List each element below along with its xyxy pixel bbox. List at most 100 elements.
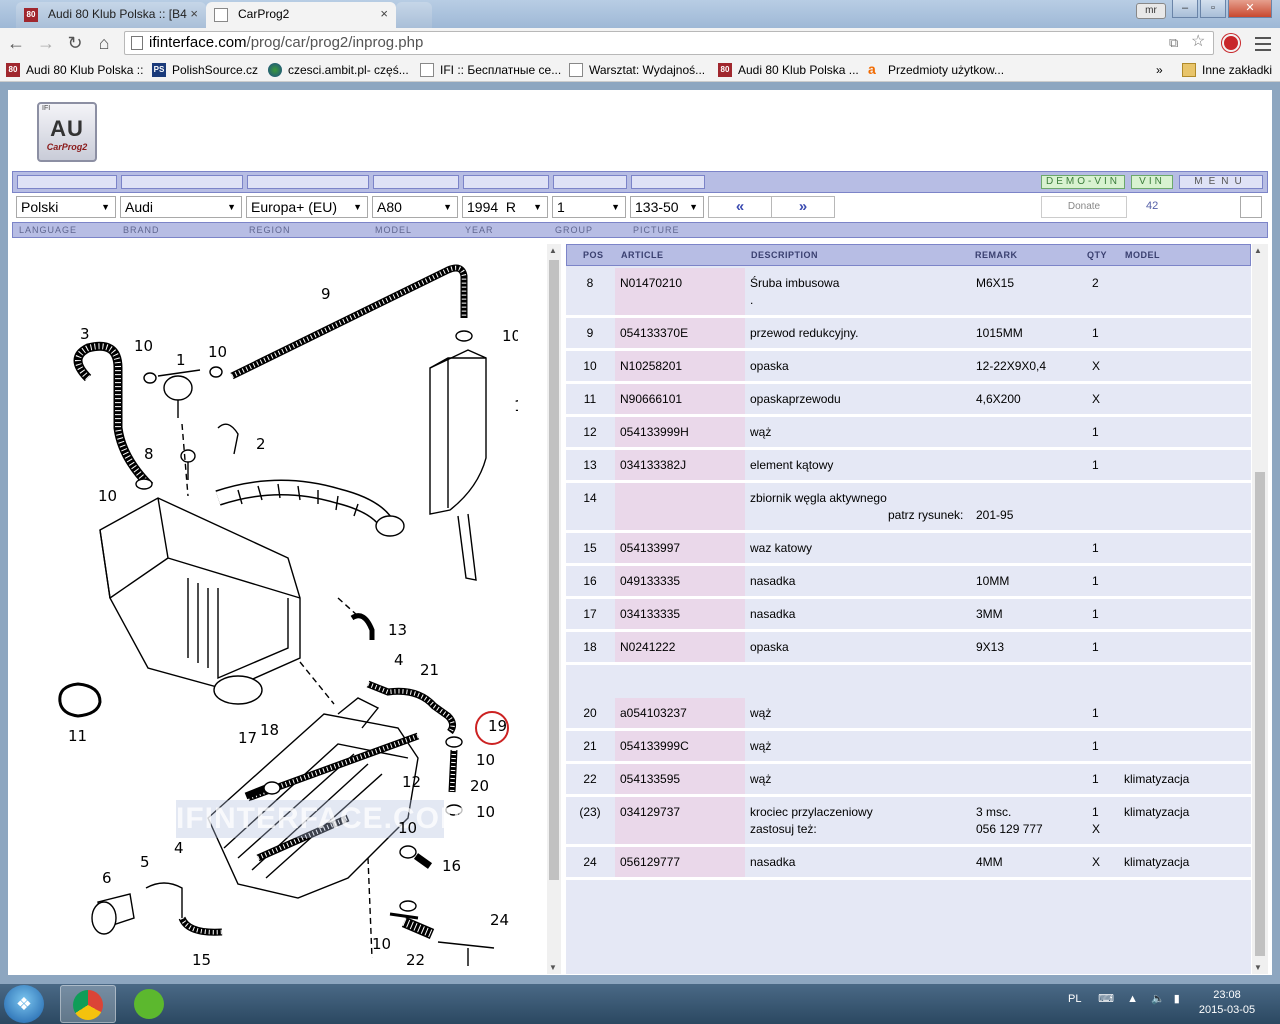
- callout-6[interactable]: 6: [102, 869, 112, 887]
- diagram-scrollbar[interactable]: ▲ ▼: [547, 244, 561, 974]
- tab-carprog2[interactable]: CarProg2 ×: [206, 2, 396, 28]
- taskbar-utorrent[interactable]: [122, 985, 178, 1023]
- callout-12[interactable]: 12: [402, 773, 422, 791]
- demo-vin-button[interactable]: DEMO-VIN: [1041, 175, 1125, 189]
- vin-button[interactable]: VIN: [1131, 175, 1173, 189]
- callout-1[interactable]: 1: [176, 351, 186, 369]
- bookmark-ambit[interactable]: czesci.ambit.pl- częś...: [268, 61, 409, 79]
- donate-button[interactable]: Donate: [1041, 196, 1127, 218]
- callout-10[interactable]: 10: [134, 337, 154, 355]
- callout-4[interactable]: 4: [174, 839, 184, 857]
- reload-icon[interactable]: ↻: [67, 33, 83, 53]
- forward-arrow-icon[interactable]: →: [37, 33, 55, 53]
- callout-10[interactable]: 10: [98, 487, 118, 505]
- callout-2[interactable]: 2: [256, 435, 266, 453]
- adblock-icon[interactable]: [1222, 34, 1240, 52]
- scroll-down-icon[interactable]: ▼: [549, 963, 557, 972]
- callout-10[interactable]: 10: [476, 803, 496, 821]
- au-carprog-logo[interactable]: IFI AU CarProg2: [37, 102, 97, 162]
- callout-5[interactable]: 5: [140, 853, 150, 871]
- callout-13[interactable]: 13: [388, 621, 408, 639]
- callout-22[interactable]: 22: [406, 951, 426, 969]
- callout-4[interactable]: 4: [394, 651, 404, 669]
- callout-14[interactable]: 14: [514, 398, 518, 414]
- new-tab-button[interactable]: [396, 2, 432, 28]
- next-picture-button[interactable]: »: [771, 196, 835, 218]
- callout-10[interactable]: 10: [398, 819, 418, 837]
- table-scrollbar[interactable]: ▲ ▼: [1252, 244, 1268, 974]
- taskbar-chrome[interactable]: [60, 985, 116, 1023]
- maximize-icon[interactable]: ▫: [1200, 0, 1226, 18]
- brand-select[interactable]: Audi▼: [120, 196, 242, 218]
- callout-10[interactable]: 10: [372, 935, 392, 953]
- model-select[interactable]: A80▼: [372, 196, 458, 218]
- scroll-up-icon[interactable]: ▲: [1254, 246, 1262, 255]
- region-select[interactable]: Europa+ (EU)▼: [246, 196, 368, 218]
- callout-17[interactable]: 17: [238, 729, 258, 747]
- callout-3[interactable]: 3: [80, 325, 90, 343]
- callout-10[interactable]: 10: [502, 327, 518, 345]
- scrollbar-thumb[interactable]: [1255, 472, 1265, 956]
- tray-expand-icon[interactable]: ▲: [1127, 993, 1138, 1005]
- callout-20[interactable]: 20: [470, 777, 490, 795]
- close-tab-icon[interactable]: ×: [380, 6, 388, 21]
- tab-audi-klub[interactable]: 80 Audi 80 Klub Polska :: [B4 ×: [16, 2, 206, 28]
- home-icon[interactable]: ⌂: [98, 33, 110, 53]
- bookmark-star-icon[interactable]: ☆: [1191, 33, 1206, 50]
- year-select[interactable]: 1994 R▼: [462, 196, 548, 218]
- callout-21[interactable]: 21: [420, 661, 440, 679]
- address-bar[interactable]: ifinterface.com/prog/car/prog2/inprog.ph…: [124, 31, 1214, 55]
- group-select[interactable]: 1▼: [552, 196, 626, 218]
- keyboard-icon[interactable]: ⌨: [1098, 993, 1114, 1005]
- language-select[interactable]: Polski▼: [16, 196, 116, 218]
- scroll-up-icon[interactable]: ▲: [549, 246, 557, 255]
- picture-select[interactable]: 133-50▼: [630, 196, 704, 218]
- window-close-icon[interactable]: ✕: [1228, 0, 1272, 18]
- callout-10[interactable]: 10: [476, 751, 496, 769]
- prev-picture-button[interactable]: «: [708, 196, 772, 218]
- minimize-icon[interactable]: –: [1172, 0, 1198, 18]
- callout-19[interactable]: 19: [488, 717, 508, 735]
- bookmark-warsztat[interactable]: Warsztat: Wydajnoś...: [569, 61, 705, 79]
- scroll-down-icon[interactable]: ▼: [1254, 963, 1262, 972]
- network-icon[interactable]: ▮: [1173, 993, 1180, 1005]
- input-language[interactable]: PL: [1068, 993, 1082, 1005]
- back-arrow-icon[interactable]: ←: [7, 33, 25, 53]
- callout-18[interactable]: 18: [260, 721, 280, 739]
- clock[interactable]: 23:08 2015-03-05: [1190, 988, 1264, 1018]
- translate-icon[interactable]: ⧉: [1169, 35, 1179, 50]
- bookmarks-overflow[interactable]: »: [1156, 63, 1163, 77]
- parts-diagram[interactable]: IFINTERFACE.COM 910310110142810134211911…: [38, 258, 518, 970]
- start-button[interactable]: ❖: [4, 985, 44, 1023]
- other-bookmarks[interactable]: Inne zakładki: [1182, 61, 1272, 79]
- callout-11[interactable]: 11: [68, 727, 88, 745]
- callout-8[interactable]: 8: [144, 445, 154, 463]
- user-profile-badge[interactable]: mr: [1136, 3, 1166, 19]
- bookmark-ifi[interactable]: IFI :: Бесплатные се...: [420, 61, 561, 79]
- callout-24[interactable]: 24: [490, 911, 510, 929]
- callout-15[interactable]: 15: [192, 951, 212, 969]
- scrollbar-thumb[interactable]: [549, 260, 559, 880]
- callout-9[interactable]: 9: [321, 285, 331, 303]
- browser-menu-icon[interactable]: [1254, 33, 1272, 53]
- menu-button[interactable]: MENU: [1179, 175, 1263, 189]
